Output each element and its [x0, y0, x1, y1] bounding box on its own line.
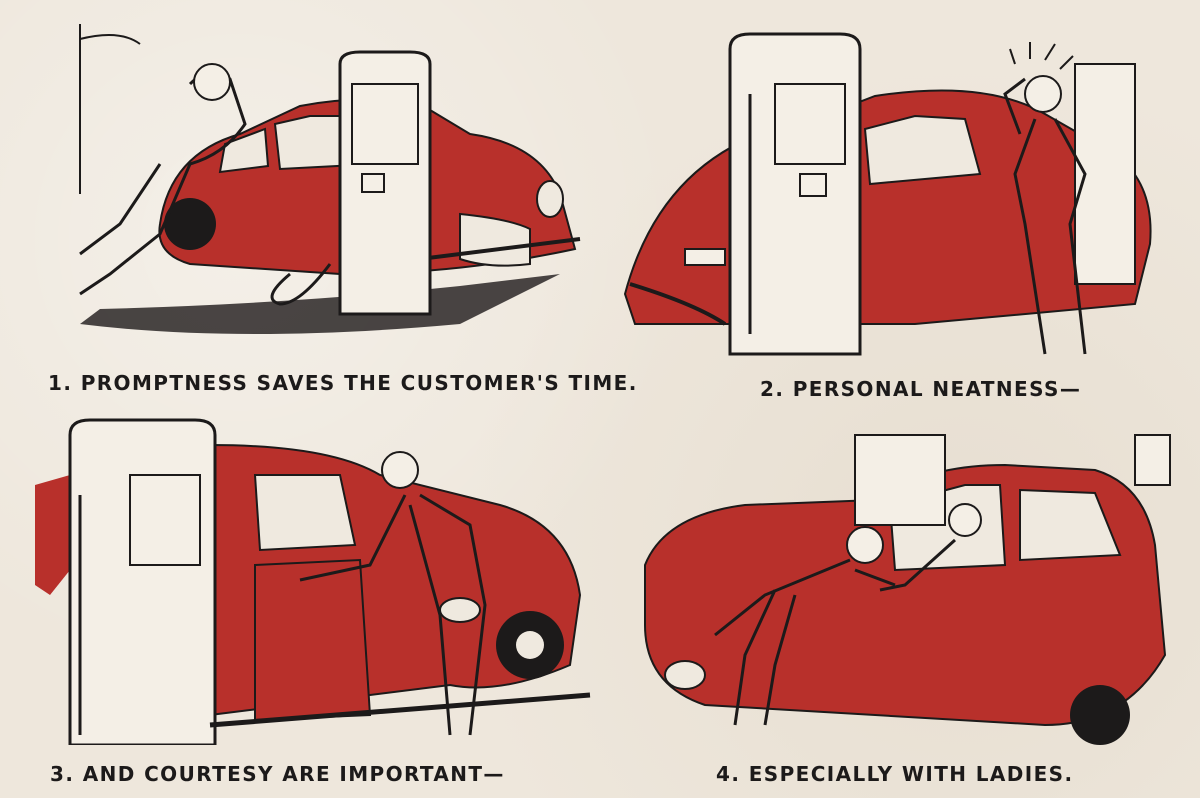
lady-arm: [879, 538, 957, 592]
car-wheel: [1070, 685, 1130, 745]
caption-number: 3.: [50, 762, 75, 786]
pump-window: [361, 173, 385, 193]
caption-number: 4.: [716, 762, 741, 786]
caption-panel-1: 1. PROMPTNESS SAVES THE CUSTOMER'S TIME.: [48, 371, 638, 395]
caption-panel-4: 4. ESPECIALLY WITH LADIES.: [716, 762, 1073, 786]
attendant-leg: [79, 163, 162, 256]
attendant-head: [193, 63, 231, 101]
car-wheel: [164, 198, 216, 250]
attendant-figure: [1013, 118, 1087, 355]
car-door: [254, 558, 372, 722]
license-plate: [684, 248, 726, 266]
hubcap: [516, 631, 544, 659]
attendant-cap: [439, 597, 481, 623]
car-rear-window: [218, 127, 270, 174]
lady-head: [948, 503, 982, 537]
shine-lines: [1009, 42, 1074, 70]
pump-dial: [129, 474, 201, 566]
headlight: [536, 180, 564, 218]
caption-number: 1.: [48, 371, 73, 395]
caption-panel-2: 2. PERSONAL NEATNESS—: [760, 377, 1081, 401]
panel-2-drawing: [623, 32, 1152, 356]
panel-3-illustration: [30, 415, 600, 745]
caption-text: ESPECIALLY WITH LADIES.: [748, 762, 1074, 786]
panel-1-drawing: [79, 24, 581, 334]
gas-pump: [68, 418, 217, 745]
caption-number: 2.: [760, 377, 785, 401]
panel-4-illustration: [625, 425, 1180, 745]
car-window: [863, 114, 982, 186]
gas-pump-background: [854, 434, 946, 526]
attendant-head: [381, 451, 419, 489]
panel-1-illustration: [40, 24, 600, 354]
car-window: [253, 474, 357, 552]
panel-3-drawing: [35, 418, 591, 745]
car-rear-window: [1019, 488, 1122, 562]
caption-panel-3: 3. AND COURTESY ARE IMPORTANT—: [50, 762, 505, 786]
gas-pump-far: [1134, 434, 1171, 486]
rear-bumper: [629, 282, 727, 326]
attendant-salute-arm: [1003, 77, 1026, 135]
ground-shadow: [209, 692, 591, 728]
caption-text: AND COURTESY ARE IMPORTANT—: [82, 762, 505, 786]
attendant-head: [1024, 75, 1062, 113]
attendant-figure: [299, 493, 487, 736]
attendant-cap: [664, 660, 706, 690]
pump-dial: [351, 83, 419, 165]
attendant-head: [846, 526, 884, 564]
caption-text: PERSONAL NEATNESS—: [792, 377, 1082, 401]
caption-text: PROMPTNESS SAVES THE CUSTOMER'S TIME.: [80, 371, 638, 395]
sign-bracket: [79, 34, 141, 45]
pump-window: [799, 173, 827, 197]
panel-2-illustration: [615, 24, 1175, 364]
panel-4-drawing: [644, 434, 1171, 745]
pump-hose: [270, 263, 332, 306]
attendant-figure: [714, 558, 896, 726]
pump-dial: [774, 83, 846, 165]
ground-shadow: [80, 274, 560, 334]
gas-pump: [728, 32, 862, 356]
